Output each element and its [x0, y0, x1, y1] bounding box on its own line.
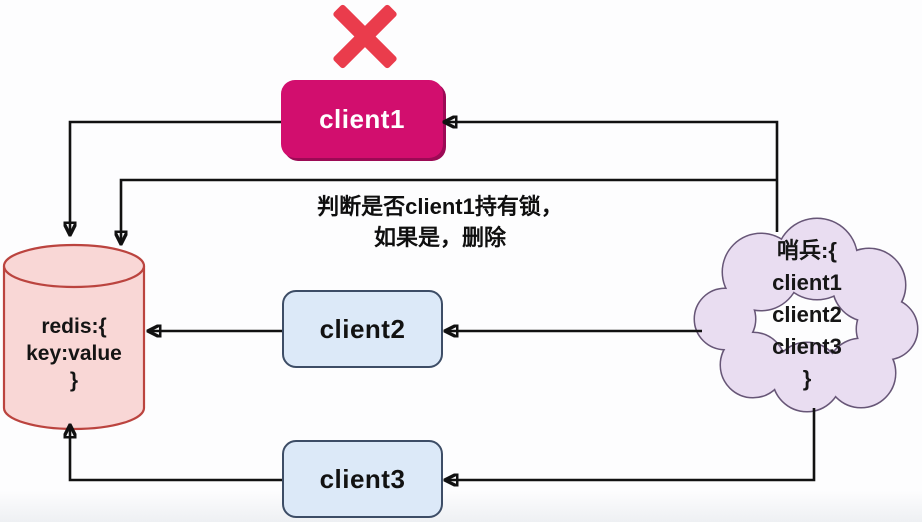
sentinel-line: client2: [772, 302, 842, 327]
client3-label: client3: [319, 463, 406, 494]
sentinel-line: 哨兵:{: [777, 238, 837, 263]
lock-check-annotation: 判断是否client1持有锁， 如果是，删除: [260, 191, 620, 253]
sentinel-line: client3: [772, 334, 842, 359]
cloud-icon: [693, 217, 919, 413]
arrow-sentinel-to-client3: [446, 408, 816, 480]
node-client3: client3: [282, 440, 443, 518]
annotation-line-2: 如果是，删除: [373, 225, 506, 250]
node-client1: client1: [281, 80, 443, 158]
arrow-sentinel-to-redis: [121, 178, 777, 243]
redis-line: }: [69, 369, 79, 392]
sentinel-label: 哨兵:{ client1 client2 client3 }: [691, 235, 922, 395]
redis-line: redis:{: [41, 315, 107, 338]
arrow-sentinel-to-client1: [445, 122, 779, 232]
node-client2: client2: [282, 290, 443, 368]
redis-line: key:value: [26, 342, 122, 365]
database-cylinder-icon: [2, 243, 146, 431]
client1-label: client1: [319, 103, 405, 134]
arrow-client3-to-redis: [70, 426, 282, 482]
node-redis: redis:{ key:value }: [1, 243, 147, 431]
node-sentinel: 哨兵:{ client1 client2 client3 }: [691, 217, 922, 415]
sentinel-line: client1: [772, 270, 842, 295]
client2-label: client2: [319, 313, 406, 344]
annotation-line-1: 判断是否client1持有锁，: [317, 194, 563, 219]
sentinel-line: }: [802, 366, 812, 391]
arrow-client1-to-redis: [70, 120, 281, 234]
redis-label: redis:{ key:value }: [1, 313, 147, 394]
